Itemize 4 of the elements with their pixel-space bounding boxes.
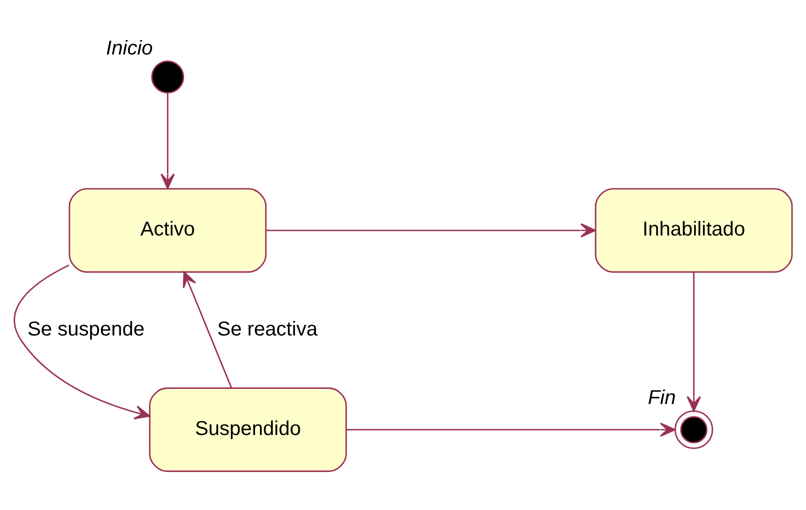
edge-label: Se suspende bbox=[27, 318, 145, 340]
edge-label: Se reactiva bbox=[217, 318, 318, 340]
node-label: Fin bbox=[648, 386, 676, 409]
node-label: Inicio bbox=[106, 36, 153, 59]
